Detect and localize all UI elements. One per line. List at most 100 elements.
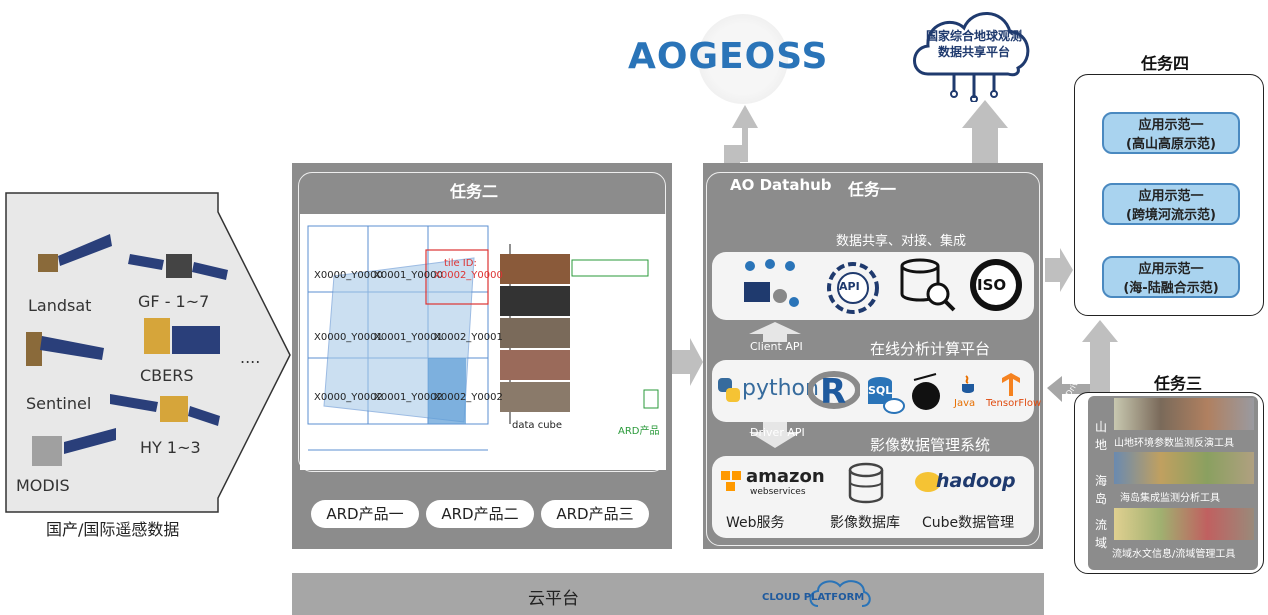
driver-api-label: Driver API (750, 426, 805, 439)
datahub-brand: AO Datahub (730, 176, 832, 194)
task3-to-task1-arrow (1047, 376, 1090, 402)
image-management-label: 影像数据管理系统 (870, 436, 991, 454)
satellite-label-hy: HY 1~3 (140, 438, 201, 457)
task2-to-task1-arrow (672, 338, 703, 386)
python-label: python (742, 376, 819, 401)
image-database-icon (848, 462, 884, 504)
landsat-satellite-icon (32, 228, 112, 276)
hadoop-label: hadoop (936, 470, 1016, 492)
image-management-panel (712, 456, 1034, 538)
basin-imagery (1114, 508, 1254, 540)
application-demo-river-line2: (跨境河流示范) (1126, 208, 1216, 223)
tile-label-4: X0001_Y0001 (374, 332, 443, 343)
sentinel-satellite-icon (24, 326, 104, 370)
tile-label-8: X0002_Y0002 (434, 392, 503, 403)
task3-side-basin: 流域 (1094, 518, 1107, 550)
satellite-label-gf: GF - 1~7 (138, 292, 210, 311)
hy-satellite-icon (110, 386, 220, 434)
iso-icon-text: ISO (977, 276, 1007, 294)
data-cube-label: data cube (512, 420, 563, 431)
api-gear-icon (827, 262, 879, 314)
application-demo-highland-line1: 应用示范一 (1138, 118, 1204, 133)
database-search-icon (900, 258, 956, 312)
api-icon-text: API (839, 280, 860, 293)
cloud-platform-text: 国家综合地球观测数据共享平台 (925, 29, 1022, 59)
aws-cubes-icon (721, 471, 741, 491)
tile-grid-diagram (307, 225, 659, 451)
ard-product-2-button[interactable]: ARD产品二 (426, 500, 534, 528)
ard-figure: X0000_Y0000 X0001_Y0000 X0002_Y0000 tile… (300, 214, 666, 470)
cloud-platform-bar (292, 573, 1044, 615)
service-web: Web服务 (726, 515, 785, 531)
service-image-db: 影像数据库 (830, 515, 900, 531)
task3-tool-mountain: 山地环境参数监测反演工具 (1114, 438, 1234, 449)
application-demo-sea-land-line1: 应用示范一 (1138, 262, 1204, 277)
task3-title: 任务三 (1154, 374, 1203, 393)
task3-side-island: 海岛 (1094, 474, 1107, 506)
tile-label-2: X0002_Y0000 (434, 270, 503, 281)
users-network-icon (744, 259, 799, 307)
service-cube-mgmt: Cube数据管理 (922, 515, 1015, 531)
task1-to-task4-arrow (1045, 248, 1073, 292)
satellite-label-sentinel: Sentinel (26, 394, 92, 413)
cloud-outline-icon (809, 580, 871, 607)
cbers-satellite-icon (138, 312, 222, 362)
task3-to-task4-arrow (1082, 320, 1118, 405)
application-demo-transboundary-river[interactable]: 应用示范一 (跨境河流示范) (1102, 183, 1240, 225)
task2-title: 任务二 (450, 182, 499, 201)
aogeoss-globe-bg (698, 14, 788, 104)
application-demo-sea-land[interactable]: 应用示范一 (海-陆融合示范) (1102, 256, 1240, 298)
satellite-label-landsat: Landsat (28, 296, 92, 315)
r-label: R (820, 372, 847, 412)
tile-label-7: X0001_Y0002 (374, 392, 443, 403)
webservices-label: webservices (750, 487, 806, 497)
client-api-label: Client API (750, 340, 803, 353)
sql-cloud-icon (868, 377, 905, 414)
analysis-platform-label: 在线分析计算平台 (870, 340, 991, 358)
tile-label-5: X0002_Y0001 (434, 332, 503, 343)
aogeoss-logo: AOGEOSS (628, 36, 829, 77)
hadoop-elephant-icon (915, 472, 941, 492)
tensorflow-logo-icon (1002, 373, 1020, 396)
island-imagery (1114, 452, 1254, 484)
r-logo-icon (808, 371, 860, 409)
tile-id-label: tile ID: (444, 258, 477, 269)
application-demo-sea-land-line2: (海-陆融合示范) (1123, 281, 1219, 296)
python-logo-icon (718, 378, 740, 402)
modis-satellite-icon (26, 424, 116, 472)
application-demo-highland-line2: (高山高原示范) (1126, 137, 1216, 152)
more-sources-ellipsis: .... (240, 348, 261, 367)
ard-product-3-button[interactable]: ARD产品三 (541, 500, 649, 528)
java-cup-icon (962, 375, 974, 393)
spark-ball-icon (912, 373, 940, 410)
cloud-platform-cn-label: 云平台 (528, 589, 579, 609)
ard-product-1-button[interactable]: ARD产品一 (311, 500, 419, 528)
source-data-caption: 国产/国际遥感数据 (46, 520, 180, 539)
gf-satellite-icon (128, 240, 228, 290)
ard-product-label: ARD产品 (618, 426, 660, 437)
satellite-label-cbers: CBERS (140, 366, 194, 385)
tile-label-3: X0000_Y0001 (314, 332, 383, 343)
application-demo-highland[interactable]: 应用示范一 (高山高原示范) (1102, 112, 1240, 154)
tile-label-0: X0000_Y0000 (314, 270, 383, 281)
task1-title: 任务一 (848, 180, 897, 199)
task3-side-mountain: 山地 (1094, 420, 1107, 452)
cloud-platform-en-label: CLOUD PLATFORM (762, 592, 865, 603)
java-label: Java (954, 398, 976, 409)
tensorflow-label: TensorFlow (986, 398, 1042, 409)
task4-title: 任务四 (1141, 54, 1190, 73)
share-integration-label: 数据共享、对接、集成 (836, 234, 967, 249)
tile-label-1: X0001_Y0000 (374, 270, 443, 281)
iso-standard-icon (970, 259, 1022, 311)
task1-frame (706, 172, 1040, 546)
amazon-label: amazon (746, 466, 825, 487)
sql-label: SQL (868, 384, 893, 397)
mountain-imagery (1114, 398, 1254, 430)
task3-tool-basin: 流域水文信息/流域管理工具 (1112, 549, 1236, 560)
client-api-arrow (749, 322, 801, 342)
tile-label-6: X0000_Y0002 (314, 392, 383, 403)
driver-api-arrow (749, 422, 801, 448)
satellite-label-modis: MODIS (16, 476, 70, 495)
task3-tool-island: 海岛集成监测分析工具 (1120, 493, 1220, 504)
cloud-platform-logo-icon (913, 12, 1030, 102)
